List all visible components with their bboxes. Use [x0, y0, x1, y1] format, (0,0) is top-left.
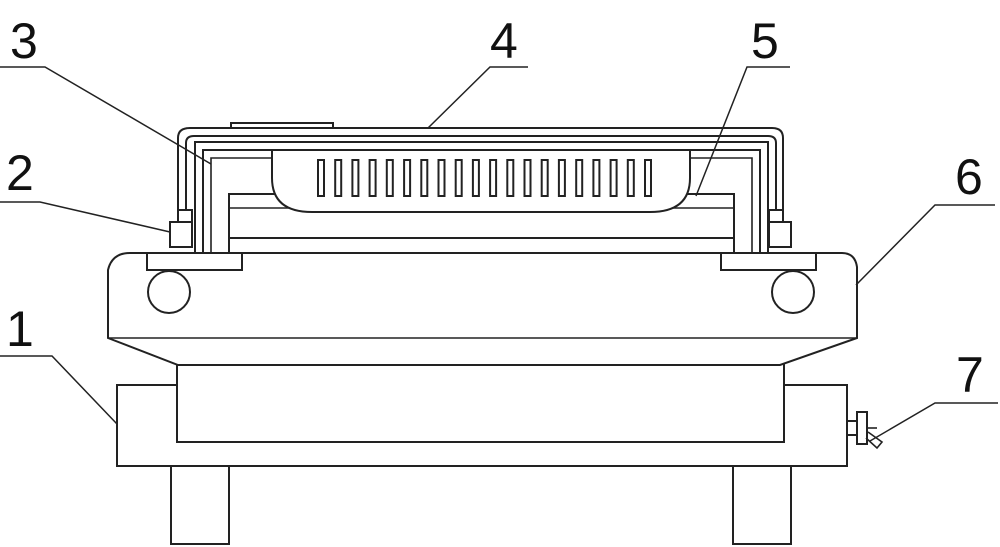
leader-2: [0, 201, 171, 233]
left-top-plate: [146, 252, 243, 271]
vent-slot: [334, 159, 343, 197]
vent-slot: [471, 159, 480, 197]
left-bracket-cap: [177, 209, 193, 223]
label-4: 4: [490, 13, 518, 69]
inner-frame-left: [210, 157, 275, 253]
right-leg: [732, 465, 792, 545]
vent-slot: [420, 159, 429, 197]
side-valve: [846, 411, 884, 450]
leader-3: [0, 66, 212, 165]
label-5: 5: [751, 13, 779, 69]
right-bracket: [768, 221, 792, 248]
vent-slot: [609, 159, 618, 197]
leader-6: [855, 204, 995, 286]
right-bracket-cap: [768, 209, 784, 223]
leader-7: [869, 402, 998, 442]
label-6: 6: [955, 149, 983, 205]
vent-slot: [644, 159, 652, 197]
inner-frame-right: [688, 157, 753, 253]
vent-slot: [557, 159, 566, 197]
bottom-rail: [228, 237, 735, 254]
vent-slot: [317, 159, 325, 197]
vent-slot: [523, 159, 532, 197]
handle-tab: [230, 122, 334, 129]
label-1: 1: [6, 301, 34, 357]
leader-5: [695, 66, 790, 197]
label-3: 3: [10, 13, 38, 69]
vent-slot: [592, 159, 601, 197]
left-leg: [170, 465, 230, 545]
leader-1: [0, 355, 118, 425]
left-bracket: [169, 221, 193, 248]
right-top-plate: [720, 252, 817, 271]
vent-slot: [403, 159, 412, 197]
right-roller: [771, 270, 815, 314]
vent-slot: [437, 159, 446, 197]
label-2: 2: [6, 145, 34, 201]
outer-frame: [194, 141, 769, 254]
main-housing: [107, 252, 858, 366]
inner-tray: [176, 359, 785, 443]
vent-slot: [626, 159, 635, 197]
vent-slot: [385, 159, 394, 197]
vent-slot: [506, 159, 515, 197]
vent-slot: [489, 159, 498, 197]
vent-slots: [317, 159, 652, 197]
vent-slot: [540, 159, 549, 197]
label-7: 7: [956, 347, 984, 403]
vent-slot: [368, 159, 377, 197]
vent-slot: [575, 159, 584, 197]
vent-slot: [454, 159, 463, 197]
leader-4: [427, 66, 528, 129]
vent-slot: [351, 159, 360, 197]
top-handle: [177, 127, 784, 211]
left-roller: [147, 270, 191, 314]
